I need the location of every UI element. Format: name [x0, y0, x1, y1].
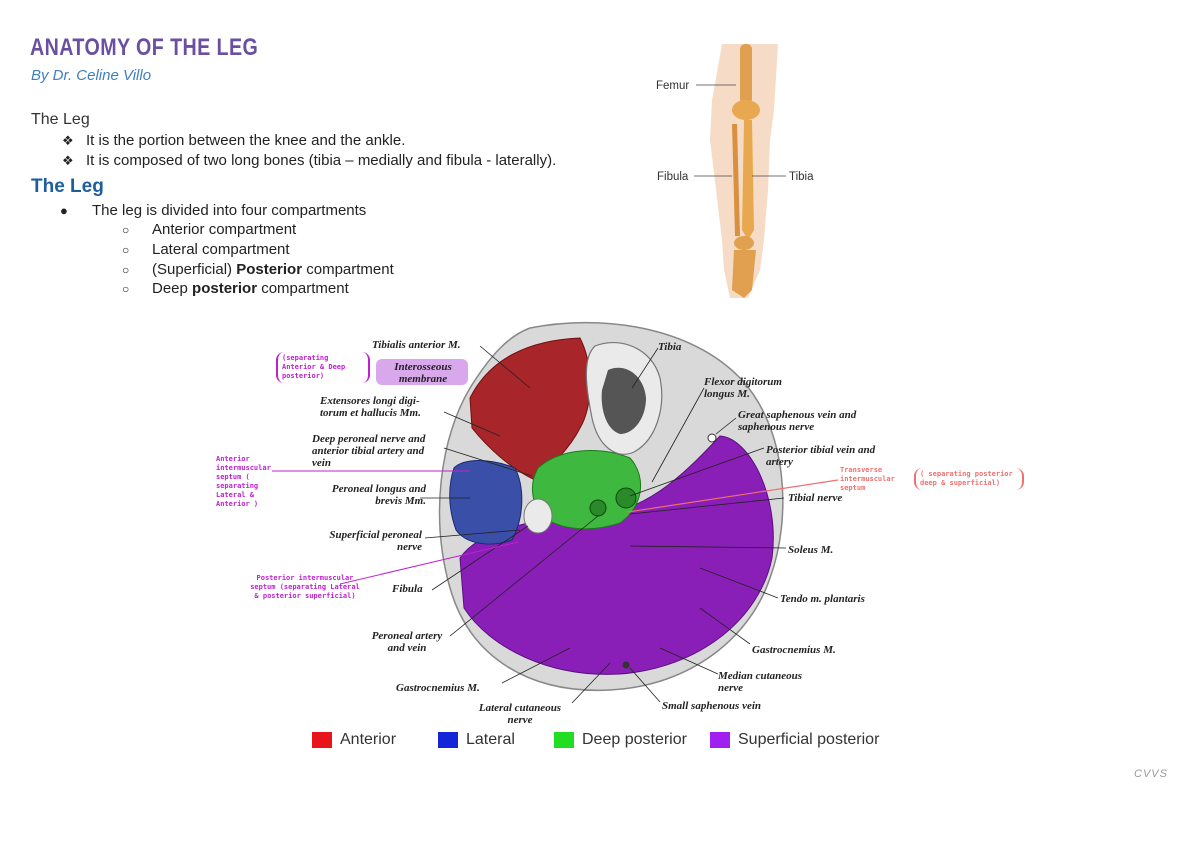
diamond-bullet-icon: ❖	[62, 133, 74, 148]
handwritten-note-transverse-septum: Transverse intermuscular septum	[840, 466, 895, 492]
posterior-septum-pointer	[340, 541, 519, 585]
label-great-saphenous-vein: Great saphenous vein and saphenous nerve	[738, 409, 857, 433]
sub-bullet-item: ○Deep posterior compartment	[122, 280, 349, 297]
legend-anterior: Anterior	[312, 731, 396, 749]
leader-lines	[420, 345, 787, 703]
dot-bullet-icon: ●	[60, 203, 68, 218]
legend-superficial-posterior: Superficial posterior	[710, 731, 879, 749]
label-interosseous-membrane: Interosseous membrane	[394, 361, 452, 385]
leg-skeleton-figure: Femur Fibula Tibia	[656, 44, 814, 298]
handwritten-note-anterior-septum: Anterior intermuscular septum ( separati…	[216, 455, 271, 508]
circle-bullet-icon: ○	[122, 282, 130, 296]
label-peroneal-artery: Peroneal artery and vein	[371, 630, 443, 654]
label-small-saphenous-vein: Small saphenous vein	[662, 700, 762, 712]
label-peroneal-longus: Peroneal longus and brevis Mm.	[331, 483, 426, 507]
legend-swatch-lateral	[438, 732, 458, 748]
sub-bullet-item: ○(Superficial) Posterior compartment	[122, 261, 394, 278]
legend-deep-posterior: Deep posterior	[554, 731, 687, 749]
tibia-bone	[742, 120, 754, 240]
label-deep-peroneal-nerve: Deep peroneal nerve and anterior tibial …	[312, 433, 426, 469]
bullet-item: ❖It is composed of two long bones (tibia…	[62, 152, 557, 169]
section-heading-plain: The Leg	[31, 111, 90, 128]
sub-bullet-item: ○Anterior compartment	[122, 221, 297, 238]
page-title: ANATOMY OF THE LEG	[30, 34, 259, 61]
label-tendo-plantaris: Tendo m. plantaris	[780, 593, 865, 605]
transverse-septum-pointer	[627, 479, 839, 513]
small-saphenous-vein	[622, 661, 630, 669]
label-tibial-nerve: Tibial nerve	[788, 492, 843, 504]
lateral-compartment	[449, 460, 523, 545]
circle-bullet-icon: ○	[122, 243, 130, 257]
label-posterior-tibial: Posterior tibial vein and artery	[766, 444, 876, 468]
label-tibia: Tibia	[658, 341, 682, 353]
label-soleus: Soleus M.	[788, 544, 834, 556]
section-heading-blue: The Leg	[31, 176, 104, 197]
foot-bones	[732, 250, 756, 298]
legend-swatch-anterior	[312, 732, 332, 748]
label-extensores: Extensores longi digi-torum et hallucis …	[320, 395, 421, 419]
sub-bullet-item: ○Lateral compartment	[122, 241, 290, 258]
knee-joint	[732, 100, 760, 120]
footer-mark: CVVS	[1134, 768, 1168, 780]
femur-label: Femur	[656, 80, 689, 92]
author-byline: By Dr. Celine Villo	[31, 67, 152, 84]
label-median-cutaneous-nerve: Median cutaneous nerve	[718, 670, 803, 694]
posterior-tibial-vessels	[615, 487, 637, 509]
handwritten-note-interosseous: (separating Anterior & Deep posterior)	[276, 352, 370, 383]
diamond-bullet-icon: ❖	[62, 153, 74, 168]
femur-bone	[740, 44, 752, 104]
circle-bullet-icon: ○	[122, 263, 130, 277]
legend-swatch-deep-posterior	[554, 732, 574, 748]
label-gastrocnemius-left: Gastrocnemius M.	[396, 682, 480, 694]
label-tibialis-anterior: Tibialis anterior M.	[372, 339, 461, 351]
label-gastrocnemius-right: Gastrocnemius M.	[752, 644, 836, 656]
label-lateral-cutaneous-nerve: Lateral cutaneous nerve	[478, 702, 562, 726]
label-fibula: Fibula	[392, 583, 423, 595]
legend-lateral: Lateral	[438, 731, 515, 749]
anterior-septum-pointer	[272, 470, 470, 472]
handwritten-note-deep-superficial: ( separating posterior deep & superficia…	[914, 468, 1024, 490]
fibula-bone	[732, 124, 740, 236]
ankle-bones	[734, 236, 754, 250]
peroneal-vessels	[589, 499, 607, 517]
tibia-label: Tibia	[789, 171, 814, 183]
circle-bullet-icon: ○	[122, 223, 130, 237]
label-superficial-peroneal-nerve: Superficial peroneal nerve	[329, 529, 422, 553]
leg-cross-section-figure	[420, 321, 787, 703]
bullet-item: ❖It is the portion between the knee and …	[62, 132, 406, 149]
bullet-item: ●The leg is divided into four compartmen…	[60, 202, 367, 219]
legend-swatch-superficial-posterior	[710, 732, 730, 748]
interosseous-highlight	[376, 359, 468, 385]
fibula-label: Fibula	[657, 171, 689, 183]
handwritten-note-posterior-septum: Posterior intermuscular septum (separati…	[250, 574, 360, 600]
anterior-compartment	[469, 337, 591, 481]
fibula-cross-section	[523, 498, 553, 534]
great-saphenous-vein	[707, 433, 717, 443]
label-flexor-digitorum: Flexor digitorum longus M.	[704, 376, 782, 400]
tibia-marrow	[601, 367, 646, 434]
